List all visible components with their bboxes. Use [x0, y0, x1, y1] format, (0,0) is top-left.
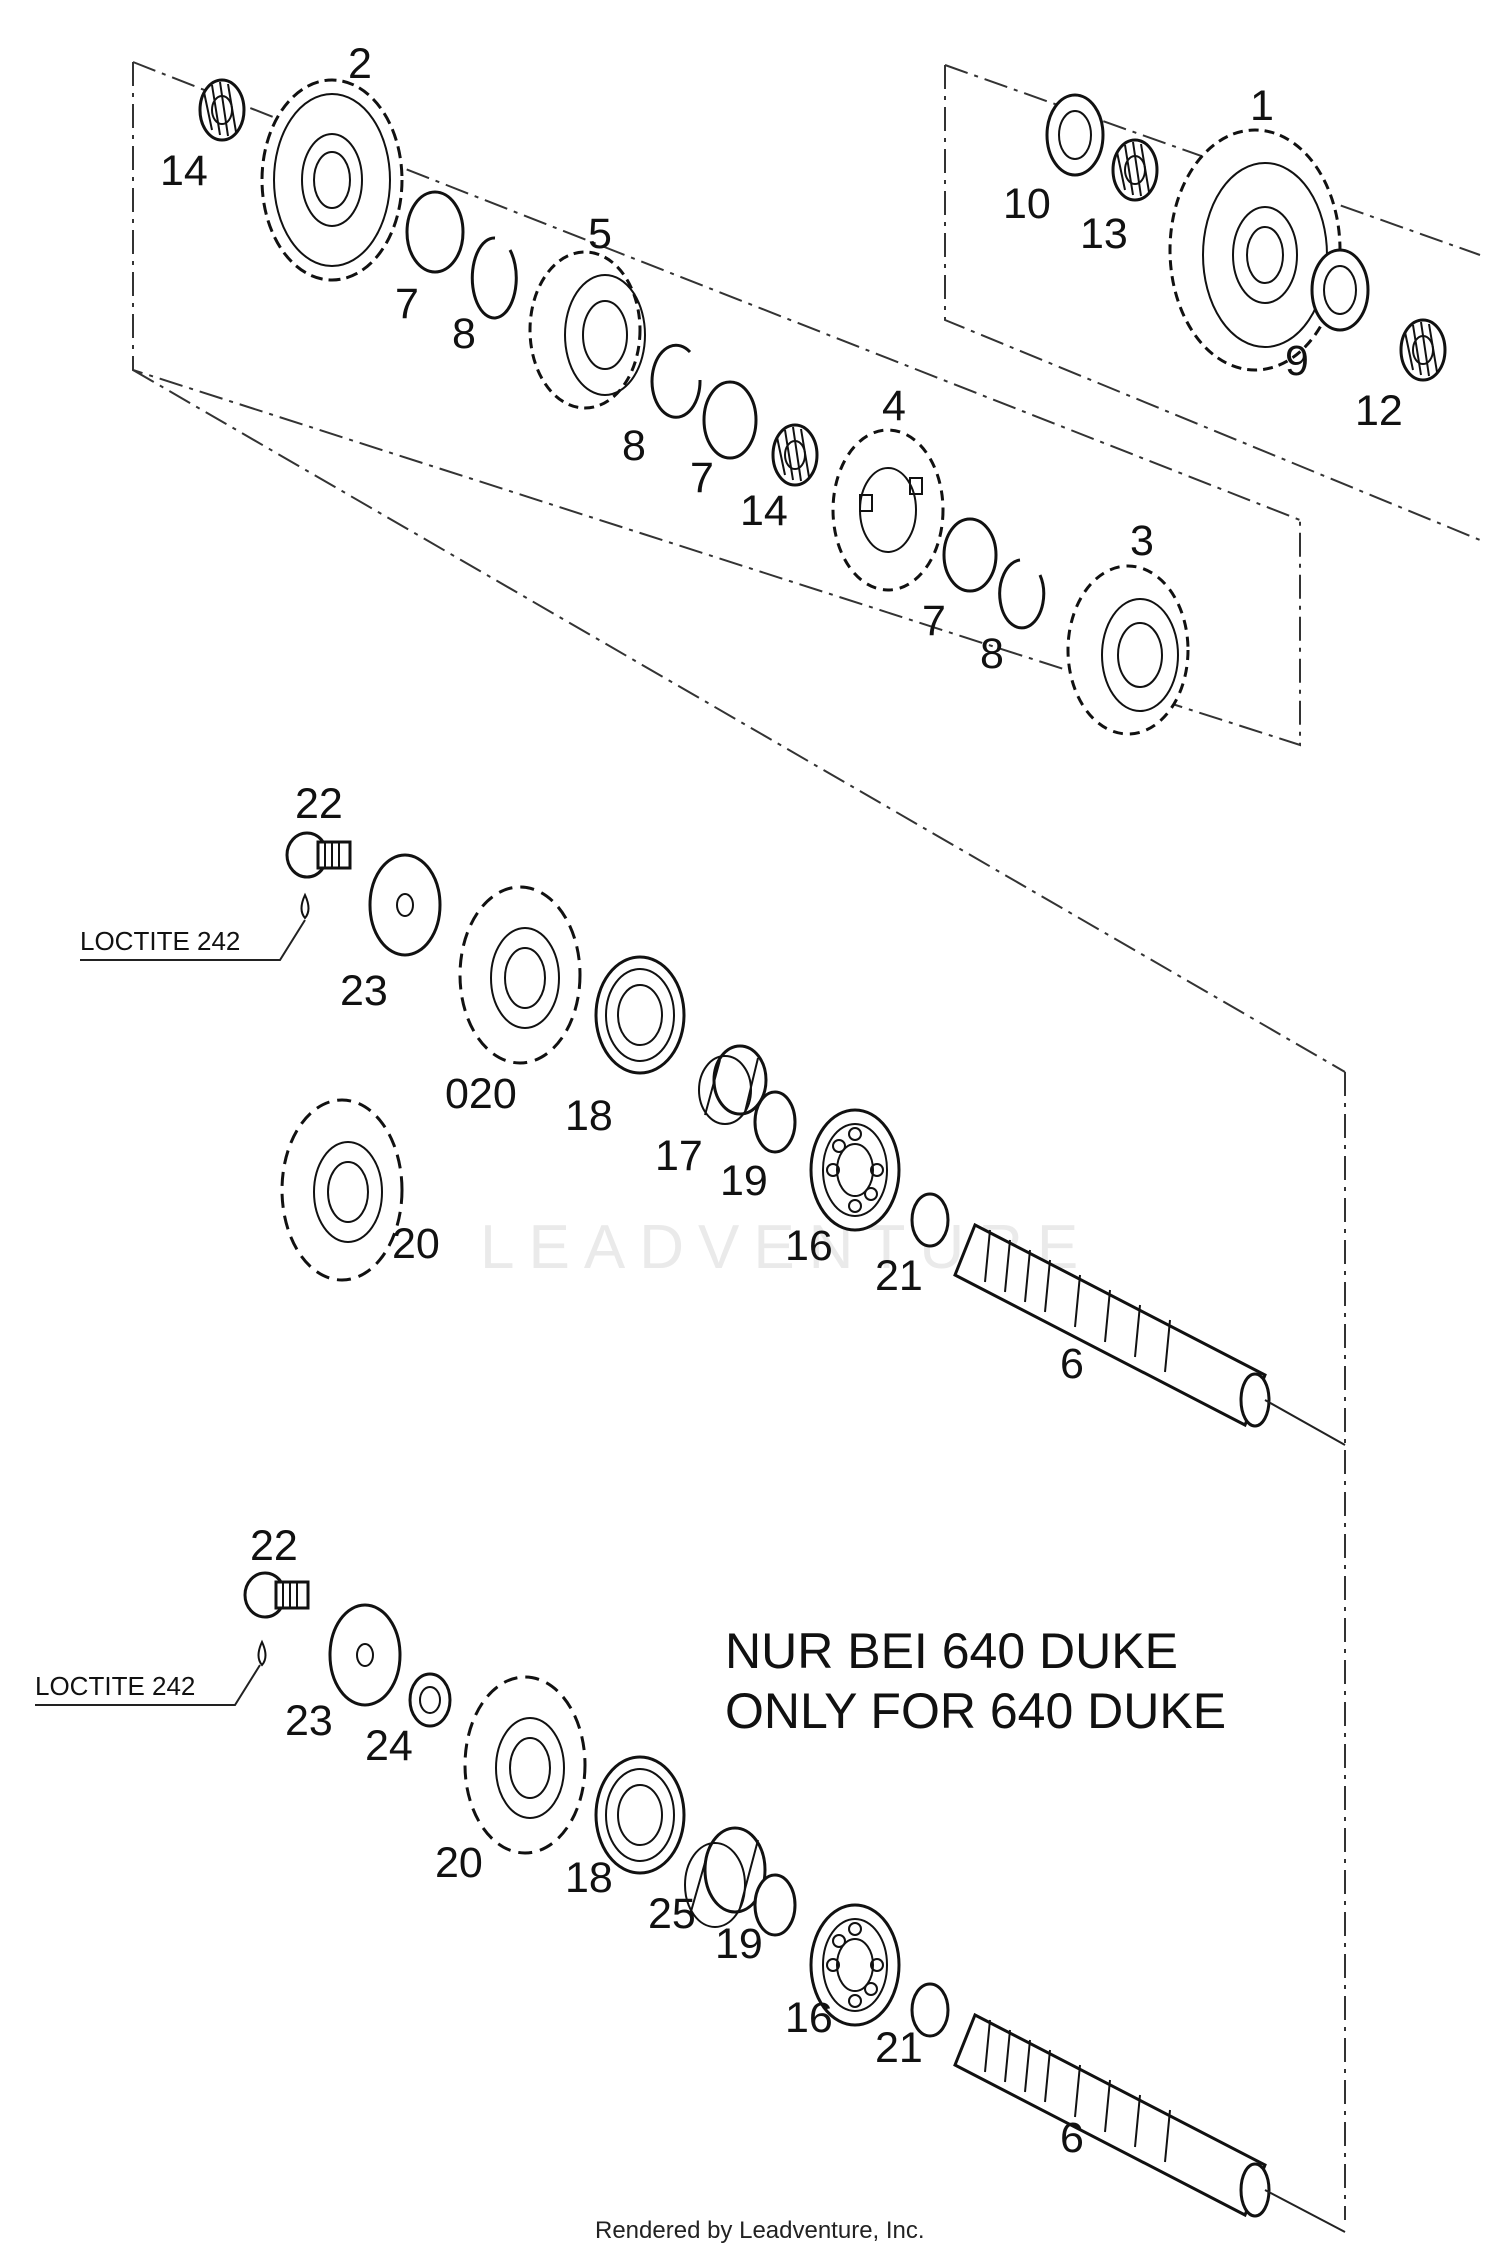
label-part-3: 3 [1130, 517, 1154, 565]
label-part-20-lower: 20 [435, 1839, 483, 1887]
gear-5 [528, 250, 646, 410]
gear-2 [260, 78, 404, 282]
label-part-23: 23 [340, 967, 388, 1015]
spacer-25 [684, 1826, 767, 1928]
label-part-10: 10 [1003, 180, 1051, 228]
thrust-washer-10 [1045, 93, 1105, 177]
washer-24 [408, 1672, 452, 1728]
o-ring-21 [910, 1192, 950, 1248]
washer-24-hole [419, 1686, 441, 1714]
shim-washer-7b [702, 380, 758, 460]
label-part-14: 14 [160, 147, 208, 195]
variant-note-en: ONLY FOR 640 DUKE [725, 1683, 1226, 1739]
render-credit: Rendered by Leadventure, Inc. [595, 2217, 925, 2244]
label-part-7: 7 [395, 280, 419, 328]
label-part-24: 24 [365, 1722, 413, 1770]
sprocket-bolt-22-lower [243, 1571, 310, 1619]
label-part-2: 2 [348, 40, 372, 88]
shim-washer-7c [942, 517, 998, 593]
label-part-13: 13 [1080, 210, 1128, 258]
label-part-6: 6 [1060, 1340, 1084, 1388]
variant-note-de: NUR BEI 640 DUKE [725, 1623, 1178, 1679]
loctite-note-lower: LOCTITE 242 [35, 1671, 195, 1701]
shim-washer-7 [405, 190, 465, 274]
label-part-18: 18 [565, 1092, 613, 1140]
o-ring-21-lower [910, 1982, 950, 2038]
label-part-25: 25 [648, 1890, 696, 1938]
circlip-8b [650, 343, 702, 419]
label-part-020: 020 [445, 1070, 517, 1118]
secondary-gear-frame [944, 65, 1481, 541]
label-part-16: 16 [785, 1222, 833, 1270]
label-part-1: 1 [1250, 82, 1274, 130]
label-part-17: 17 [655, 1132, 703, 1180]
label-part-4: 4 [882, 382, 906, 430]
needle-bearing-14b [771, 423, 819, 487]
label-part-19-lower: 19 [715, 1920, 763, 1968]
label-part-18-lower: 18 [565, 1854, 613, 1902]
thrust-washer-9-inner [1323, 265, 1357, 315]
spacer-17 [698, 1044, 768, 1125]
washer-23-hole [396, 893, 414, 917]
label-part-12: 12 [1355, 387, 1403, 435]
label-part-16-lower: 16 [785, 1994, 833, 2042]
label-part-20: 20 [392, 1220, 440, 1268]
gear-1 [1168, 128, 1342, 372]
washer-23-lower-hole [356, 1643, 374, 1667]
thrust-washer-10-inner [1058, 110, 1092, 160]
needle-bearing-13 [1111, 138, 1159, 202]
label-part-14b: 14 [740, 487, 788, 535]
circlip-8 [470, 236, 518, 320]
label-part-5: 5 [588, 210, 612, 258]
countershaft-6-lower [953, 2012, 1346, 2233]
label-part-9: 9 [1285, 337, 1309, 385]
label-part-19: 19 [720, 1157, 768, 1205]
label-part-21: 21 [875, 1252, 923, 1300]
sprocket-20-lower [463, 1675, 587, 1855]
label-part-8c: 8 [980, 630, 1004, 678]
upper-assembly-frame [132, 62, 1301, 747]
sprocket-020 [458, 885, 582, 1065]
gear-3 [1066, 564, 1190, 736]
loctite-leader-lower [35, 1664, 261, 1706]
sprocket-20 [280, 1098, 404, 1282]
shaft-seal-18 [594, 955, 686, 1075]
needle-bearing-12 [1399, 318, 1447, 382]
o-ring-19-lower [753, 1873, 797, 1937]
countershaft-6 [953, 1222, 1346, 1446]
loctite-drop-lower [257, 1639, 267, 1667]
o-ring-19 [753, 1090, 797, 1154]
label-part-6-lower: 6 [1060, 2114, 1084, 2162]
sprocket-bolt-22 [285, 831, 352, 879]
shaft-frame-diagonal [132, 369, 1346, 1073]
gear-4 [831, 428, 945, 592]
washer-23 [368, 853, 442, 957]
label-part-8b: 8 [622, 422, 646, 470]
washer-23-lower [328, 1603, 402, 1707]
ball-bearing-16 [809, 1108, 901, 1232]
label-part-7c: 7 [922, 597, 946, 645]
label-part-7b: 7 [690, 454, 714, 502]
circlip-8c [998, 558, 1046, 630]
label-part-23-lower: 23 [285, 1697, 333, 1745]
label-part-21-lower: 21 [875, 2024, 923, 2072]
thrust-washer-9 [1310, 248, 1370, 332]
loctite-note: LOCTITE 242 [80, 926, 240, 956]
needle-bearing-14 [198, 78, 246, 142]
loctite-leader [80, 919, 306, 961]
loctite-drop [300, 892, 310, 920]
label-part-22: 22 [295, 780, 343, 828]
label-part-8: 8 [452, 310, 476, 358]
label-part-22-lower: 22 [250, 1522, 298, 1570]
